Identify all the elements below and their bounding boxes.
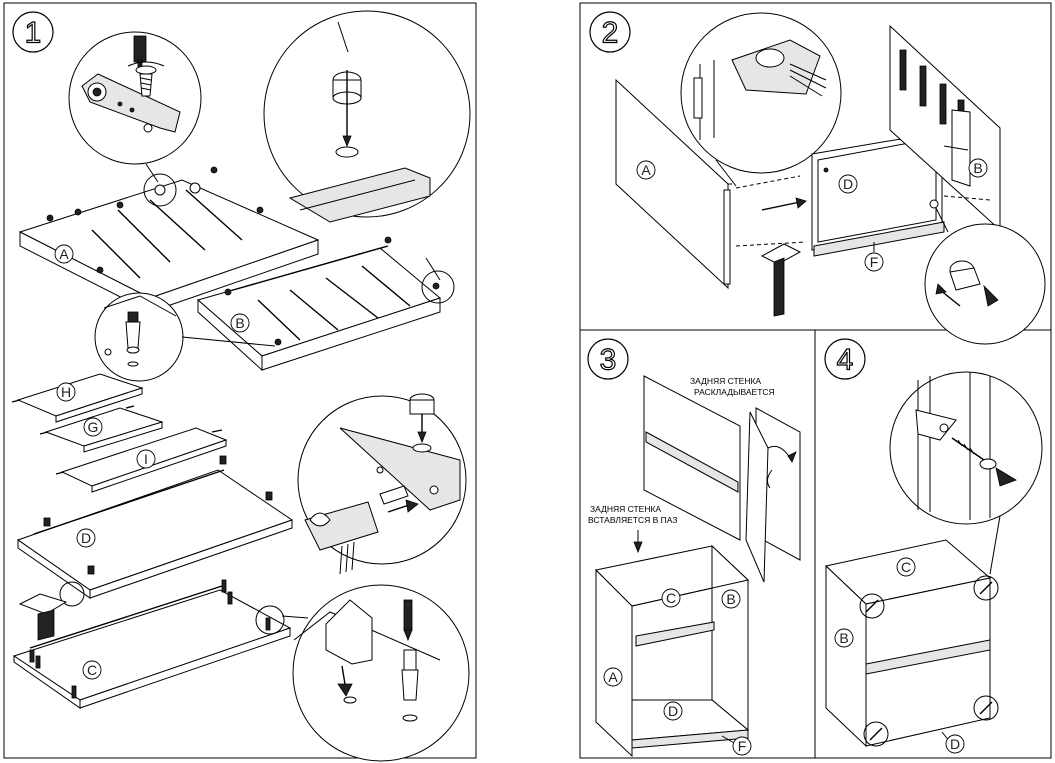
svg-text:C: C	[666, 590, 676, 606]
svg-text:A: A	[641, 162, 651, 178]
svg-text:D: D	[668, 703, 678, 719]
svg-text:2: 2	[602, 17, 619, 50]
back-panel-folded	[643, 375, 801, 583]
svg-text:F: F	[870, 254, 879, 270]
svg-text:D: D	[950, 736, 960, 752]
part-label-a: A	[54, 244, 74, 264]
detail-circle-cam-lock	[263, 10, 471, 281]
callout-ring	[255, 605, 285, 635]
detail-circle-cam-turn	[924, 207, 1046, 345]
part-label-d: D	[663, 701, 683, 721]
step-4-panel: 4 C B	[824, 338, 1043, 754]
part-label-b: B	[968, 158, 988, 178]
panel-frames	[3, 2, 1052, 759]
step-2-panel: 2 A	[589, 11, 1046, 345]
part-label-b: B	[834, 628, 854, 648]
svg-text:D: D	[81, 530, 91, 546]
svg-text:F: F	[738, 738, 747, 754]
step-3-panel: 3 ЗАДНЯЯ СТЕНКА РАСКЛАДЫВАЕТСЯ ЗАДНЯЯ СТ…	[587, 338, 801, 758]
svg-text:A: A	[59, 246, 69, 262]
step-3-badge: 3	[587, 338, 629, 380]
panel-a: A	[18, 166, 320, 313]
detail-circle-corner-bracket	[889, 371, 1043, 575]
callout-ring	[421, 270, 455, 304]
svg-text:1: 1	[25, 17, 42, 50]
note-back-panel-unfolds: ЗАДНЯЯ СТЕНКА РАСКЛАДЫВАЕТСЯ	[690, 376, 775, 397]
part-label-a: A	[636, 160, 656, 180]
svg-text:4: 4	[837, 344, 854, 377]
panel-c: C	[12, 579, 292, 709]
svg-text:D: D	[843, 176, 853, 192]
part-label-f: F	[864, 252, 884, 272]
svg-text:B: B	[235, 315, 244, 331]
svg-text:B: B	[726, 591, 735, 607]
part-label-b: B	[230, 313, 250, 333]
carcass-closed: C B D	[824, 539, 992, 754]
svg-text:G: G	[88, 419, 99, 435]
part-label-f: F	[732, 736, 752, 756]
detail-circle-bolt	[94, 292, 276, 382]
svg-text:C: C	[901, 559, 911, 575]
part-label-b: B	[721, 589, 741, 609]
panel-b: B	[196, 236, 442, 372]
part-label-d: D	[945, 734, 965, 754]
part-label-a: A	[603, 667, 623, 687]
svg-text:H: H	[61, 384, 71, 400]
hammer-icon	[760, 243, 802, 317]
side-panel-b: B	[889, 24, 1001, 232]
carcass-open: C B A D F	[594, 544, 752, 758]
detail-circle-dowel-hammer	[297, 393, 467, 575]
svg-text:B: B	[973, 160, 982, 176]
part-label-c: C	[82, 660, 102, 680]
callout-ring	[59, 581, 85, 607]
shelf-g: G	[39, 407, 164, 453]
shelf-i: I	[55, 427, 228, 493]
hammer-icon	[18, 593, 68, 641]
note-back-panel-groove: ЗАДНЯЯ СТЕНКА ВСТАВЛЯЕТСЯ В ПАЗ	[588, 504, 677, 525]
part-label-d: D	[838, 174, 858, 194]
part-label-c: C	[661, 588, 681, 608]
svg-text:3: 3	[600, 344, 617, 377]
svg-text:B: B	[839, 630, 848, 646]
step-4-badge: 4	[824, 338, 866, 380]
part-label-c: C	[896, 557, 916, 577]
detail-circle-screw-plate	[68, 31, 202, 183]
panel-d: D	[16, 455, 294, 599]
part-label-h: H	[56, 382, 76, 402]
svg-text:A: A	[608, 669, 618, 685]
part-label-g: G	[83, 417, 103, 437]
side-panel-a: A	[615, 78, 732, 290]
step-2-badge: 2	[589, 11, 631, 53]
detail-circle-side-rail	[680, 12, 842, 187]
shelf-h: H	[11, 373, 144, 423]
step-1-badge: 1	[12, 11, 54, 53]
svg-text:I: I	[144, 451, 148, 467]
part-label-d: D	[76, 528, 96, 548]
step-1-panel: 1	[11, 10, 471, 762]
part-label-i: I	[136, 449, 156, 469]
detail-circle-bolt-dowel	[281, 584, 470, 762]
callout-ring	[143, 173, 177, 207]
svg-text:C: C	[87, 662, 97, 678]
corner-fixings	[859, 575, 999, 747]
plinth-f: F	[813, 221, 945, 272]
